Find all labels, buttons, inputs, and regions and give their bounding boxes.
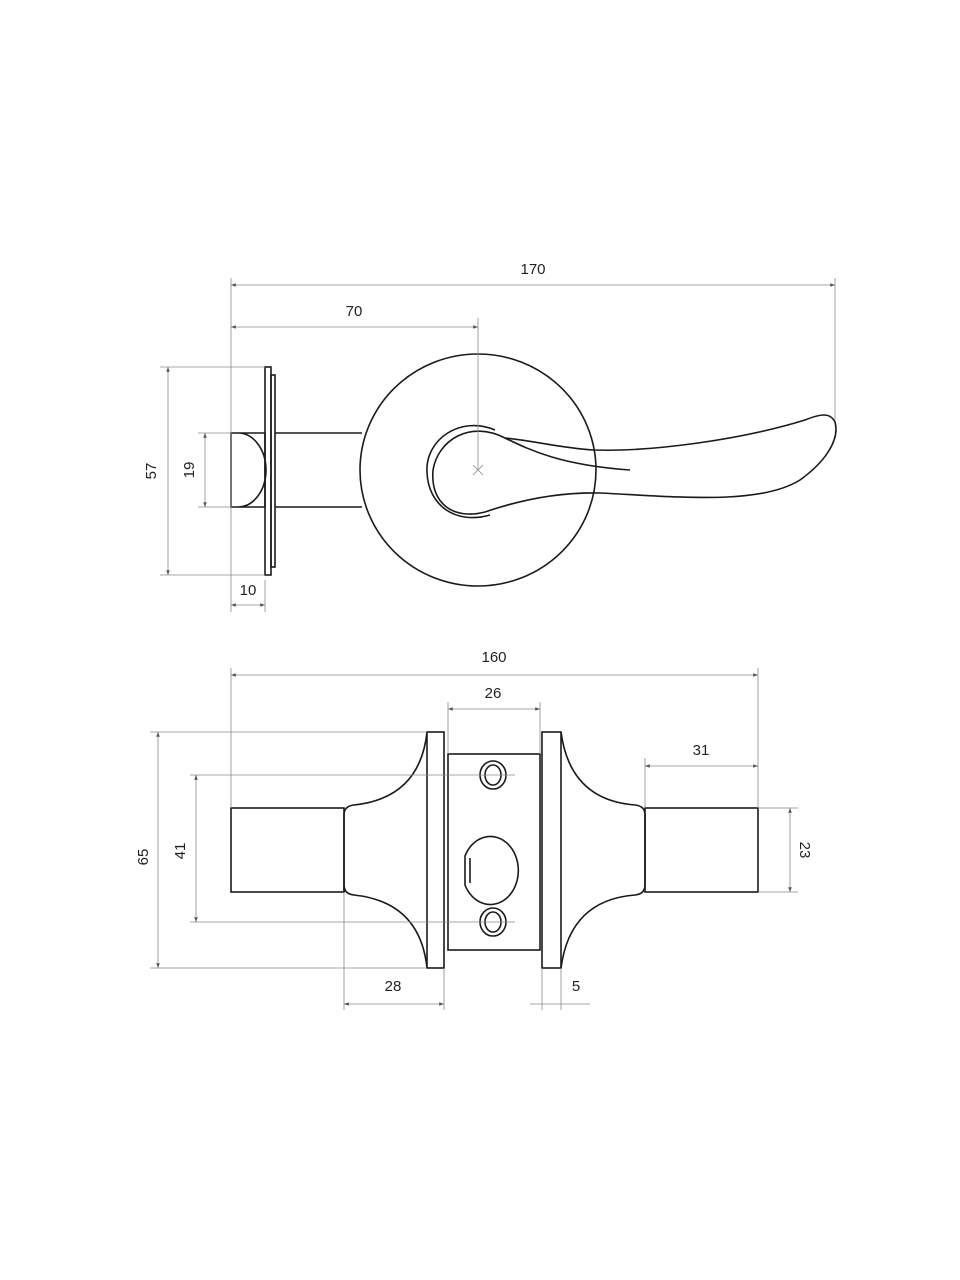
screw-holes: [479, 760, 507, 937]
left-spindle: [230, 807, 345, 893]
center-mark: [472, 318, 484, 476]
dim-65: 65: [135, 849, 152, 866]
right-rose-plate: [541, 731, 562, 969]
left-rose-plate: [426, 731, 445, 969]
left-flare: [343, 731, 428, 969]
dim-57: 57: [143, 463, 160, 480]
dim-170: 170: [520, 261, 545, 278]
latch-tube: [275, 432, 362, 508]
dim-26: 26: [485, 685, 502, 702]
dim-160: 160: [481, 649, 506, 666]
lever-ring: [426, 424, 496, 519]
latch-face: [230, 432, 267, 508]
top-view: 170 70 57 19 10: [143, 261, 837, 612]
latch-bolt: [464, 835, 520, 906]
dim-31: 31: [693, 742, 710, 759]
dim-10: 10: [240, 582, 257, 599]
dim-28: 28: [385, 978, 402, 995]
lever: [432, 414, 837, 515]
lever-ridge: [504, 437, 631, 471]
dim-41: 41: [172, 843, 189, 860]
latch-plate: [447, 753, 541, 951]
dim-19: 19: [181, 462, 198, 479]
dim-23: 23: [796, 842, 813, 859]
dim-70: 70: [346, 303, 363, 320]
dim-5: 5: [572, 978, 580, 995]
right-flare: [560, 731, 646, 969]
right-spindle: [644, 807, 759, 893]
bottom-view: 160 26 31 23 65 41 28 5: [135, 649, 813, 1010]
